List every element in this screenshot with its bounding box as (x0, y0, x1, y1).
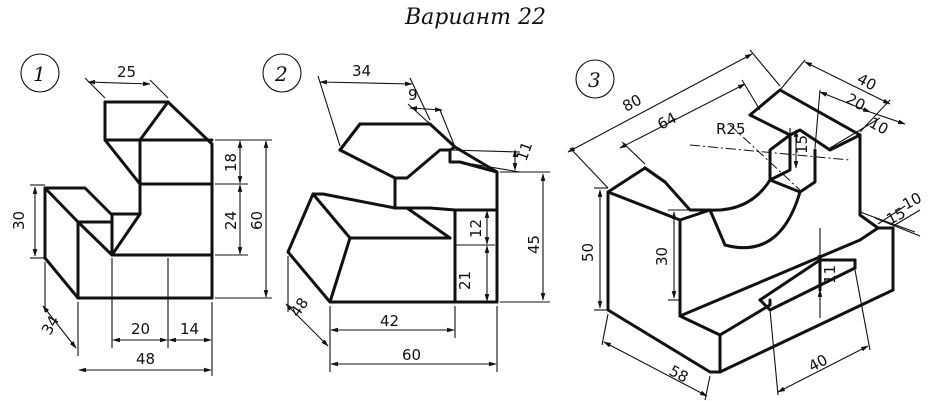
figure-2-dimension-lines (285, 75, 550, 372)
figure-3-dim-label: 80 (619, 91, 644, 116)
figure-3: 3 (567, 49, 925, 401)
variant-title: Вариант 22 (404, 5, 546, 30)
figure-2-dim-label: 42 (380, 312, 399, 330)
figure-1-dim-label: 30 (10, 211, 28, 230)
figure-3-dim-label: 30 (653, 247, 671, 266)
figure-2-dim-label: 21 (456, 271, 474, 290)
figure-2: 2 (262, 53, 550, 372)
figure-3-dim-label: 20 (843, 90, 868, 115)
figure-2-dim-label: 34 (352, 62, 371, 80)
figure-1-dim-label: 25 (117, 63, 136, 81)
figure-3-dim-label: 15 (793, 135, 811, 154)
figure-1-dimension-lines (30, 77, 272, 376)
figure-3-dim-label: 10 (866, 114, 891, 139)
figure-1: 1 (10, 53, 272, 376)
figure-3-dim-label: 64 (654, 109, 679, 134)
figure-2-dim-label: 12 (467, 219, 485, 238)
figure-3-dimension-lines (567, 49, 921, 401)
figure-2-number: 2 (274, 62, 288, 86)
figure-1-dim-label: 48 (136, 350, 155, 368)
figure-1-dim-label: 60 (248, 211, 266, 230)
figure-3-dim-label: 40 (854, 70, 879, 95)
figure-1-dim-label: 34 (38, 312, 63, 338)
figure-3-dim-label: 58 (666, 362, 691, 387)
figure-1-dim-label: 20 (131, 320, 150, 338)
figure-2-dim-label: 45 (525, 235, 543, 254)
figure-3-center-line (729, 124, 801, 191)
figure-3-dim-label: 11 (821, 265, 839, 284)
figure-1-object-lines (43, 100, 214, 300)
figure-1-dim-label: 18 (222, 153, 240, 172)
figure-1-number: 1 (33, 62, 46, 86)
figure-2-dim-label: 60 (402, 346, 421, 364)
figure-3-number: 3 (588, 68, 601, 92)
figure-1-number-circle (20, 53, 60, 93)
figure-1-dim-label: 14 (180, 320, 199, 338)
figure-2-dim-label: 48 (287, 294, 313, 320)
figure-2-number-circle (262, 53, 302, 93)
figure-2-dim-label: 11 (513, 139, 536, 163)
figure-3-dim-label: R25 (716, 120, 746, 138)
figure-3-dim-label: 40 (805, 351, 830, 376)
figure-3-dim-label: 50 (579, 243, 597, 262)
figure-1-dim-label: 24 (222, 211, 240, 230)
figure-2-dim-label: 9 (408, 86, 418, 104)
